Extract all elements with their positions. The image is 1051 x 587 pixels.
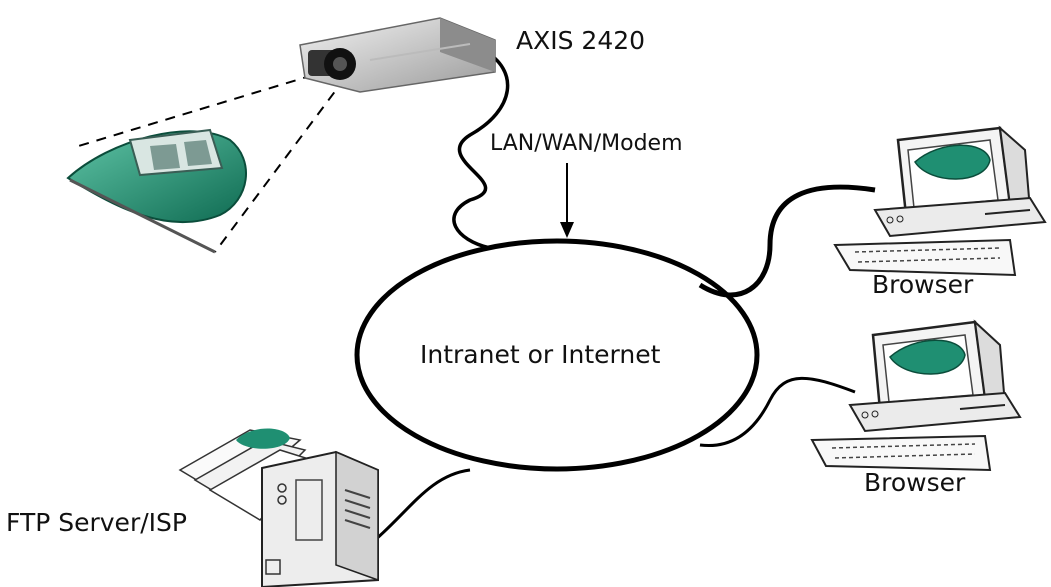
camera-cable xyxy=(452,48,510,250)
camera-icon xyxy=(299,17,496,93)
browser-label-1: Browser xyxy=(872,270,974,299)
camera-label: AXIS 2420 xyxy=(516,26,646,55)
train-image xyxy=(66,128,247,254)
connection-arrow xyxy=(560,163,574,238)
computer-icon-2 xyxy=(810,319,1022,472)
network-label: Intranet or Internet xyxy=(420,340,661,369)
network-cloud xyxy=(354,238,760,472)
browser1-cable xyxy=(698,184,876,298)
ftp-server-label: FTP Server/ISP xyxy=(6,508,187,537)
browser2-cable xyxy=(699,376,856,447)
computer-icon-1 xyxy=(833,125,1047,277)
connection-label: LAN/WAN/Modem xyxy=(490,131,683,156)
camera-view-lines xyxy=(71,69,346,253)
ftp-cable xyxy=(374,468,471,542)
server-icon xyxy=(178,428,379,587)
browser-label-2: Browser xyxy=(864,468,966,497)
